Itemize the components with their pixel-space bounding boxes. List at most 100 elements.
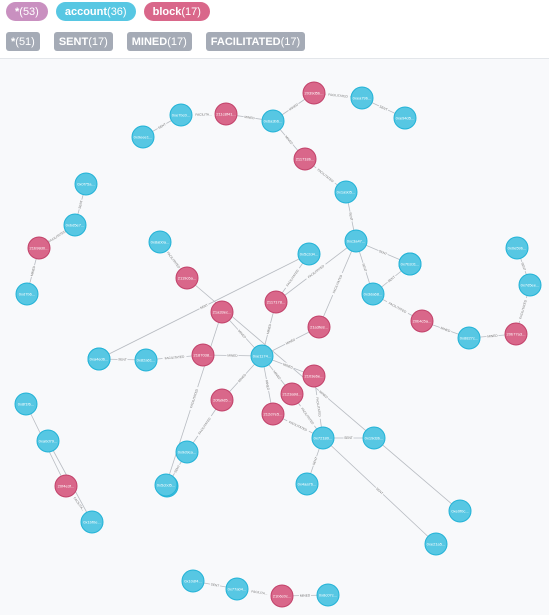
graph-node-block[interactable]: 211718b... [293,147,317,171]
graph-node-circle[interactable] [307,315,331,339]
graph-node-circle[interactable] [131,125,155,149]
graph-node-account[interactable]: 0x6a3b6... [261,109,285,133]
graph-node-circle[interactable] [316,583,340,607]
graph-node-account[interactable]: 0xe21a5... [424,532,448,556]
graph-node-block[interactable]: 21a33ec... [210,300,234,324]
graph-node-circle[interactable] [175,266,199,290]
graph-node-block[interactable]: 21b6c0c... [270,584,294,608]
rel-type-sent-tag[interactable]: SENT(17) [53,32,113,51]
graph-node-account[interactable]: 0xa0d79... [36,429,60,453]
graph-node-account[interactable]: 0x1bf0e... [80,510,104,534]
graph-node-circle[interactable] [148,230,172,254]
graph-node-circle[interactable] [261,402,285,426]
graph-node-circle[interactable] [250,344,274,368]
graph-node-circle[interactable] [297,242,321,266]
graph-node-circle[interactable] [270,584,294,608]
graph-node-account[interactable]: 0xe7bc0... [169,103,193,127]
graph-node-account[interactable]: 0xea79b... [350,86,374,110]
graph-node-account[interactable]: 0x8c07c... [316,583,340,607]
graph-node-block[interactable]: 2119c6a... [175,266,199,290]
graph-node-block[interactable]: 21a3fe8... [307,315,331,339]
graph-node-account[interactable]: 0xa4ed6... [87,347,111,371]
graph-node-account[interactable]: 0x8ab0a... [148,230,172,254]
graph-node-circle[interactable] [448,499,472,523]
graph-node-circle[interactable] [87,347,111,371]
rel-type-all-tag[interactable]: *(51) [6,32,40,51]
graph-node-circle[interactable] [334,180,358,204]
graph-node-circle[interactable] [293,147,317,171]
graph-node-block[interactable]: 2103e6e... [302,364,326,388]
graph-node-account[interactable]: 0x10df4... [181,569,205,593]
graph-node-account[interactable]: 0x9eee1... [131,125,155,149]
graph-node-circle[interactable] [225,577,249,601]
graph-node-circle[interactable] [27,236,51,260]
graph-node-circle[interactable] [134,348,158,372]
graph-node-account[interactable]: 0x4aa76... [295,472,319,496]
graph-node-account[interactable]: 0x8827c... [457,326,481,350]
graph-node-account[interactable]: 0x0f75a... [74,172,98,196]
graph-node-circle[interactable] [210,300,234,324]
graph-node-circle[interactable] [410,309,434,333]
graph-node-circle[interactable] [191,343,215,367]
graph-node-account[interactable]: 0xe0f0c... [448,499,472,523]
graph-node-circle[interactable] [280,382,304,406]
graph-node-account[interactable]: 0x5cbd5... [154,473,178,497]
graph-node-account[interactable]: 0xd7b6... [15,282,39,306]
graph-node-account[interactable]: 0x5c2d4... [297,242,321,266]
graph-node-circle[interactable] [14,392,38,416]
graph-node-circle[interactable] [15,282,39,306]
graph-node-circle[interactable] [393,106,417,130]
graph-node-circle[interactable] [457,326,481,350]
graph-node-account[interactable]: 0x8f1f6... [14,392,38,416]
graph-node-block[interactable]: 2117178... [264,290,288,314]
graph-node-circle[interactable] [504,322,528,346]
graph-node-circle[interactable] [362,426,386,450]
graph-node-circle[interactable] [505,236,529,260]
graph-node-block[interactable]: 20f4e3f... [54,474,78,498]
graph-node-circle[interactable] [154,473,178,497]
graph-node-circle[interactable] [214,102,238,126]
graph-node-circle[interactable] [302,364,326,388]
graph-node-account[interactable]: 0x7d5ee... [518,273,542,297]
graph-node-account[interactable]: 0xe1174... [250,344,274,368]
graph-node-circle[interactable] [261,109,285,133]
graph-node-account[interactable]: 0xc3a47... [344,229,368,253]
graph-node-circle[interactable] [63,213,87,237]
graph-node-account[interactable]: 0xe94d5... [393,106,417,130]
graph-node-circle[interactable] [295,472,319,496]
graph-canvas[interactable]: SENTFACILITA...MINEDMINEDFACILITATEDSENT… [0,58,549,615]
graph-node-account[interactable]: 0x3da68... [361,282,385,306]
graph-node-block[interactable]: 212d7e5... [261,402,285,426]
graph-node-circle[interactable] [80,510,104,534]
graph-node-account[interactable]: 0x1a9d5... [334,180,358,204]
graph-node-circle[interactable] [302,81,326,105]
graph-node-block[interactable]: 2187038... [191,343,215,367]
graph-node-circle[interactable] [344,229,368,253]
graph-node-block[interactable]: 21b98d0... [27,236,51,260]
graph-node-circle[interactable] [398,252,422,276]
node-label-block-pill[interactable]: block(17) [143,2,210,21]
graph-node-circle[interactable] [54,474,78,498]
graph-node-account[interactable]: 0x19d3b... [362,426,386,450]
graph-node-circle[interactable] [350,86,374,110]
graph-node-account[interactable]: 0x72180... [311,426,335,450]
graph-node-account[interactable]: 0xbd5e7... [63,213,87,237]
graph-node-block[interactable]: 2123a9d... [280,382,304,406]
node-label-account-pill[interactable]: account(36) [55,2,136,21]
rel-type-mined-tag[interactable]: MINED(17) [126,32,192,51]
graph-node-circle[interactable] [424,532,448,556]
node-label-all-pill[interactable]: *(53) [6,2,48,21]
graph-node-circle[interactable] [74,172,98,196]
graph-node-circle[interactable] [311,426,335,450]
graph-node-account[interactable]: 0x7b2d1... [398,252,422,276]
graph-node-block[interactable]: 2039d5b... [302,81,326,105]
graph-node-circle[interactable] [36,429,60,453]
graph-node-block[interactable]: 211c8f41... [214,102,238,126]
graph-node-circle[interactable] [169,103,193,127]
rel-type-facilitated-tag[interactable]: FACILITATED(17) [205,32,306,51]
graph-node-account[interactable]: 0x82a61... [134,348,158,372]
graph-node-circle[interactable] [175,440,199,464]
graph-node-account[interactable]: 0x77a04... [225,577,249,601]
graph-node-circle[interactable] [264,290,288,314]
graph-node-account[interactable]: 0x0e59b... [505,236,529,260]
